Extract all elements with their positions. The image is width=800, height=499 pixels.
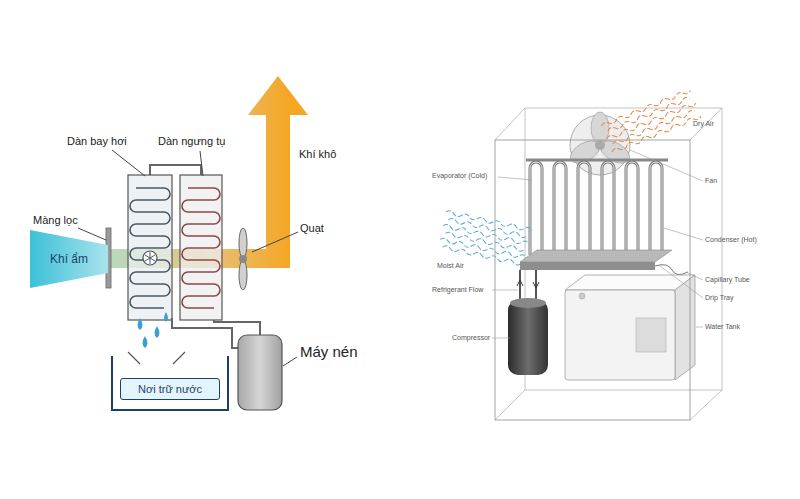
tank-inlet <box>579 293 585 299</box>
drip-tray-front <box>520 262 655 270</box>
air-wave <box>601 88 692 128</box>
snowflake <box>145 252 155 264</box>
moist-air-inlet: Khí ẩm <box>30 230 108 288</box>
flow-arrow <box>517 280 539 288</box>
water-tray-outline <box>112 356 228 410</box>
leader-line <box>283 357 297 366</box>
part-label: Condenser (Hot) <box>705 236 757 244</box>
part-label: Fan <box>705 177 717 185</box>
part-label: Máy nén <box>300 344 358 361</box>
air-wave <box>606 101 697 141</box>
water-storage-box: Nơi trữ nước <box>120 378 220 400</box>
leader-line <box>630 150 703 181</box>
condenser-coil-box <box>180 175 222 320</box>
cabinet-edge <box>495 108 722 420</box>
part-label: Compressor <box>452 334 490 342</box>
part-label: Refrigerant Flow <box>432 286 483 294</box>
fan-blade <box>591 112 609 144</box>
cold-symbol <box>143 251 157 265</box>
tank-handle <box>636 318 666 352</box>
funnel-fill <box>30 230 108 288</box>
condenser-tube <box>526 159 668 162</box>
refrigerant-pipe <box>214 320 260 335</box>
evaporator-coil <box>530 162 662 261</box>
leader-line <box>492 290 518 291</box>
condenser-serpentine <box>182 188 220 308</box>
node-text: Khí ẩm <box>50 252 88 266</box>
coil-highlight <box>530 162 662 261</box>
water-drop <box>143 336 148 348</box>
drip-guide <box>128 352 185 364</box>
air-wave <box>612 109 695 146</box>
leader-line <box>660 266 703 298</box>
leader-line <box>78 228 106 240</box>
part-label: Quạt <box>300 222 324 234</box>
leader-line <box>492 338 510 339</box>
water-tank-front <box>565 290 675 380</box>
leader-line <box>200 151 203 176</box>
leader-line <box>498 177 532 180</box>
node-text: Nơi trữ nước <box>138 383 202 395</box>
leader-line <box>664 228 703 240</box>
air-wave <box>607 96 690 133</box>
part-label: Water Tank <box>705 323 740 331</box>
part-label: Moist Air <box>437 262 464 270</box>
compressor-body <box>508 300 548 375</box>
leader-line <box>252 232 298 252</box>
water-tank-side <box>675 275 695 380</box>
compressor-top <box>510 298 546 308</box>
part-label: Capillary Tube <box>705 276 750 284</box>
part-label: Drip Tray <box>705 294 733 302</box>
drip-tray <box>520 250 672 262</box>
refrigerant-pipe <box>150 165 201 175</box>
leader-line <box>686 272 703 280</box>
fan-hub <box>239 255 247 263</box>
leader-lines <box>492 150 703 338</box>
fan-hub <box>595 140 605 150</box>
leader-line <box>112 150 145 176</box>
leader-line <box>696 327 703 328</box>
water-drop <box>164 312 168 322</box>
air-wave <box>448 218 527 239</box>
part-label: Dàn ngưng tụ <box>158 135 225 147</box>
evaporator-serpentine <box>130 188 170 308</box>
fan-blade <box>239 260 247 290</box>
compressor-body <box>238 335 282 410</box>
air-wave <box>611 114 702 154</box>
part-label: Evaporator (Cold) <box>432 172 487 180</box>
part-label: Dry Air <box>693 120 714 128</box>
part-label: Khí khô <box>299 148 336 160</box>
dry-air-waves <box>601 88 702 154</box>
air-wave <box>445 231 524 252</box>
cabinet-front <box>495 140 690 420</box>
moist-air-waves <box>438 210 532 266</box>
fan-blade <box>239 228 247 258</box>
water-drop <box>155 326 160 338</box>
water-drop <box>138 318 143 330</box>
air-wave <box>440 237 527 259</box>
part-label: Dàn bay hơi <box>67 135 127 147</box>
part-label: Màng lọc <box>33 214 78 226</box>
cabinet-back <box>525 108 722 390</box>
evaporator-coil-box <box>128 175 172 320</box>
